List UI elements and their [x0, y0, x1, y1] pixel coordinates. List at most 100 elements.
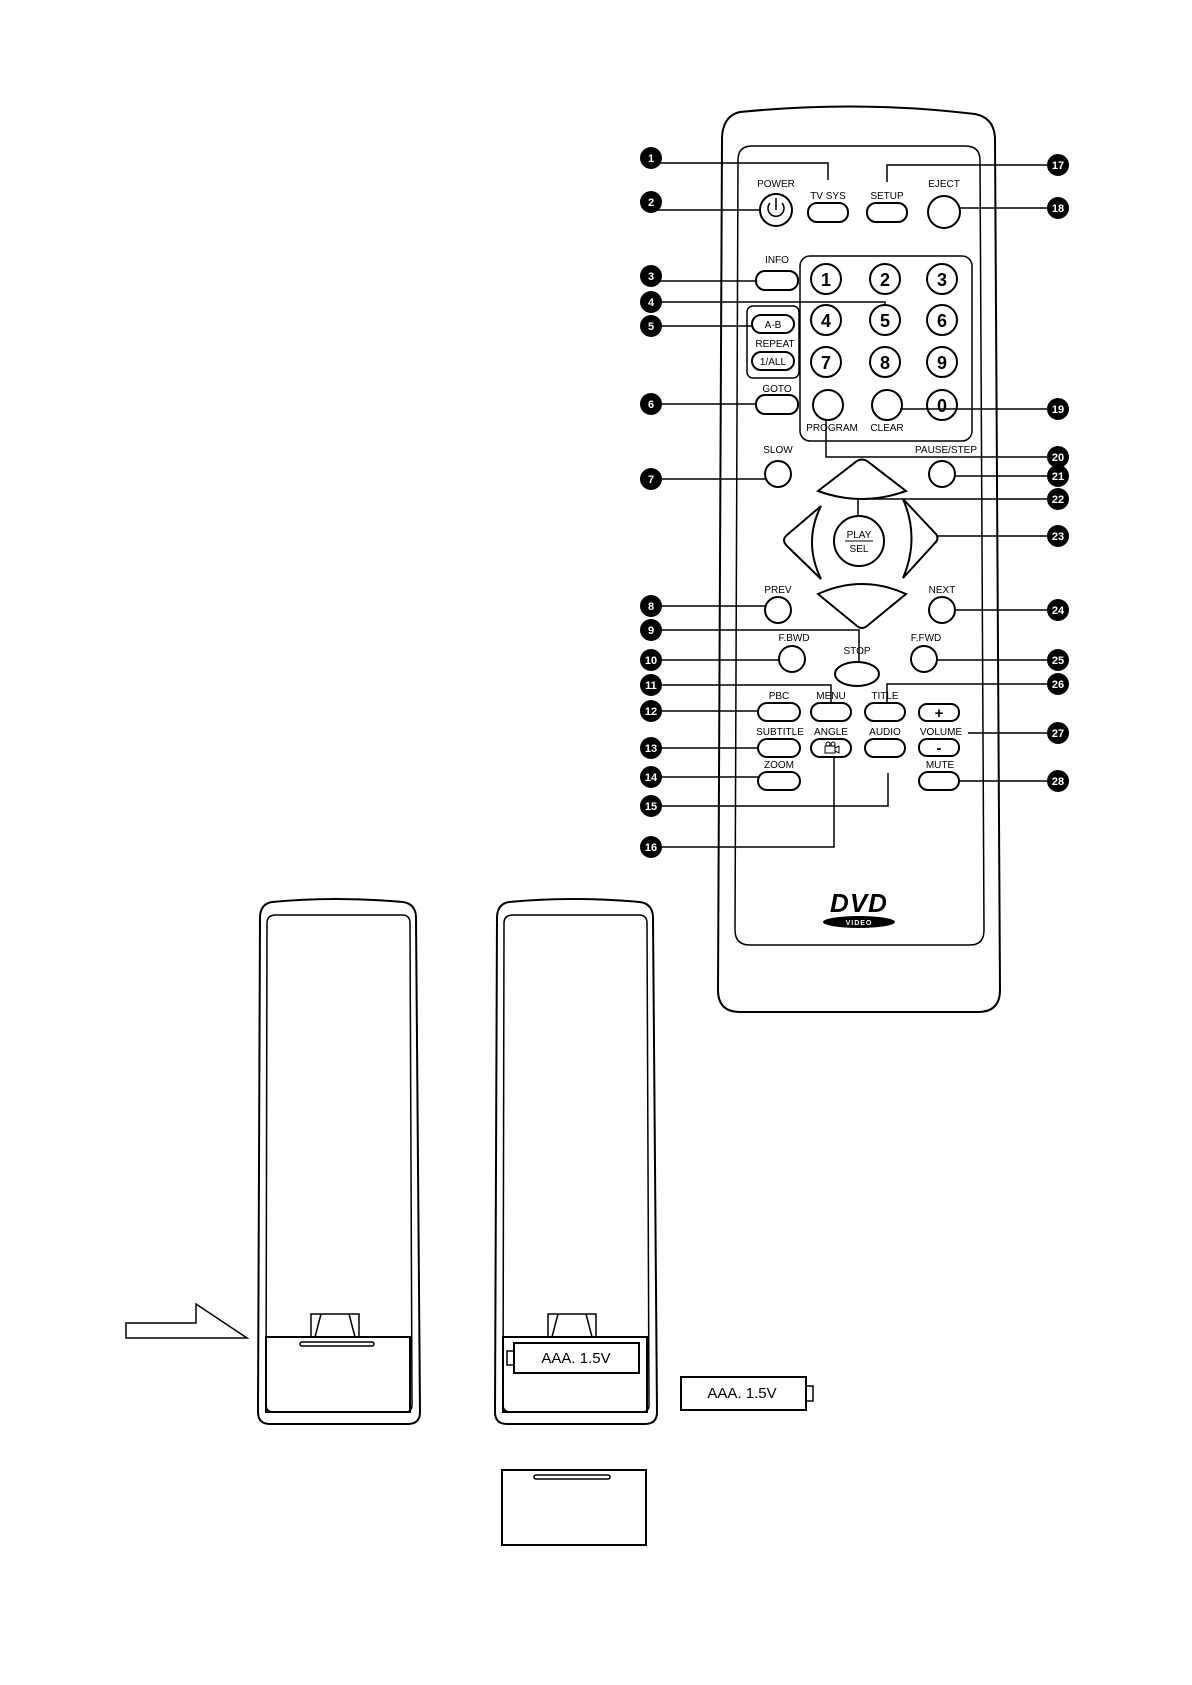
angle-label: ANGLE — [814, 727, 848, 738]
audio-label: AUDIO — [869, 727, 901, 738]
fbwd-button[interactable] — [779, 646, 805, 672]
eject-button[interactable] — [928, 196, 960, 228]
digit-4: 4 — [821, 311, 831, 331]
setup-button[interactable] — [867, 203, 907, 222]
callout-20: 20 — [1052, 452, 1064, 464]
prev-button[interactable] — [765, 597, 791, 623]
callout-3: 3 — [648, 271, 654, 283]
callout-26: 26 — [1052, 679, 1064, 691]
callout-4: 4 — [648, 297, 655, 309]
power-label: POWER — [757, 179, 795, 190]
digit-5: 5 — [880, 311, 890, 331]
program-label: PROGRAM — [806, 423, 858, 434]
volume-label: VOLUME — [920, 727, 963, 738]
loose-battery-label: AAA. 1.5V — [707, 1385, 776, 1402]
nav-down-button[interactable] — [818, 584, 906, 628]
stop-button[interactable] — [835, 662, 879, 686]
removed-battery-cover — [502, 1470, 646, 1545]
digit-6: 6 — [937, 311, 947, 331]
callout-badges: 1 2 3 4 5 6 7 8 9 10 11 12 13 14 15 16 1… — [640, 147, 1069, 858]
battery-compartment — [503, 1337, 647, 1412]
tv-sys-button[interactable] — [808, 203, 848, 222]
callout-6: 6 — [648, 399, 654, 411]
battery-cover-grip — [300, 1342, 374, 1346]
pbc-label: PBC — [769, 691, 790, 702]
eject-label: EJECT — [928, 179, 960, 190]
slow-label: SLOW — [763, 445, 793, 456]
ffwd-label: F.FWD — [911, 633, 942, 644]
slow-button[interactable] — [765, 461, 791, 487]
battery-cover — [266, 1337, 410, 1412]
pbc-button[interactable] — [758, 703, 800, 721]
subtitle-label: SUBTITLE — [756, 727, 804, 738]
callout-23: 23 — [1052, 531, 1064, 543]
next-button[interactable] — [929, 597, 955, 623]
digit-7: 7 — [821, 353, 831, 373]
callout-25: 25 — [1052, 655, 1064, 667]
callout-15: 15 — [645, 801, 657, 813]
ab-label: A-B — [765, 320, 782, 331]
callout-16: 16 — [645, 842, 657, 854]
volume-plus-label: + — [935, 705, 944, 722]
zoom-button[interactable] — [758, 772, 800, 790]
mute-label: MUTE — [926, 760, 955, 771]
menu-button[interactable] — [811, 703, 851, 721]
digit-9: 9 — [937, 353, 947, 373]
ffwd-button[interactable] — [911, 646, 937, 672]
camera-icon — [825, 742, 839, 753]
setup-label: SETUP — [870, 191, 904, 202]
program-button[interactable] — [813, 390, 843, 420]
one-all-label: 1/ALL — [760, 357, 787, 368]
clear-label: CLEAR — [870, 423, 903, 434]
battery-installation — [126, 899, 813, 1545]
angle-button[interactable] — [811, 739, 851, 757]
remote-back-outer-2 — [495, 899, 657, 1424]
digit-8: 8 — [880, 353, 890, 373]
callout-22: 22 — [1052, 494, 1064, 506]
callout-17: 17 — [1052, 160, 1064, 172]
digit-0: 0 — [937, 396, 947, 416]
audio-button[interactable] — [865, 739, 905, 757]
play-label: PLAY — [847, 530, 872, 541]
tv-sys-label: TV SYS — [810, 191, 846, 202]
dvd-logo-text: DVD — [830, 888, 888, 918]
callout-13: 13 — [645, 743, 657, 755]
callout-21: 21 — [1052, 471, 1064, 483]
callout-9: 9 — [648, 625, 654, 637]
removed-cover-grip — [534, 1475, 610, 1479]
subtitle-button[interactable] — [758, 739, 800, 757]
callout-19: 19 — [1052, 404, 1064, 416]
pause-step-label: PAUSE/STEP — [915, 445, 977, 456]
repeat-label: REPEAT — [755, 339, 794, 350]
top-row — [760, 194, 960, 228]
prev-label: PREV — [764, 585, 792, 596]
pause-step-button[interactable] — [929, 461, 955, 487]
callout-12: 12 — [645, 706, 657, 718]
callout-1: 1 — [648, 153, 654, 165]
callout-11: 11 — [645, 680, 657, 692]
nav-up-button[interactable] — [818, 460, 906, 500]
dvd-video-logo: DVD VIDEO — [823, 888, 895, 928]
nav-right-button[interactable] — [903, 499, 938, 578]
info-label: INFO — [765, 255, 789, 266]
callout-10: 10 — [645, 655, 657, 667]
callout-2: 2 — [648, 197, 654, 209]
info-button[interactable] — [756, 271, 798, 290]
mute-button[interactable] — [919, 772, 959, 790]
title-label: TITLE — [871, 691, 899, 702]
callout-7: 7 — [648, 474, 654, 486]
insertion-arrow-icon — [126, 1304, 247, 1338]
nav-left-button[interactable] — [784, 506, 821, 579]
zoom-label: ZOOM — [764, 760, 794, 771]
digit-2: 2 — [880, 270, 890, 290]
title-button[interactable] — [865, 703, 905, 721]
clear-button[interactable] — [872, 390, 902, 420]
battery-latch-detail — [315, 1314, 355, 1337]
goto-button[interactable] — [756, 395, 798, 414]
remote-back-cover-on — [258, 899, 420, 1424]
dvd-logo-video: VIDEO — [846, 920, 873, 927]
digit-1: 1 — [821, 270, 831, 290]
callout-24: 24 — [1052, 605, 1065, 617]
callout-8: 8 — [648, 601, 654, 613]
